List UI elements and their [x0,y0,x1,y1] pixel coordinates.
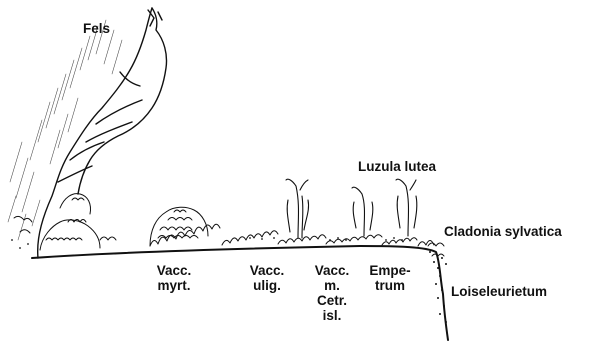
vacc-m-cetr-label-line: isl. [310,308,354,323]
cladonia-sylvatica-label: Cladonia sylvatica [444,224,562,239]
vacc-ulig-label-line: Vacc. [245,263,289,278]
empetrum-label-line: Empe- [366,263,414,278]
vacc-myrt-label: Vacc. myrt. [152,263,196,293]
rock-hatching [8,20,122,240]
vacc-myrt-label-line: myrt. [152,278,196,293]
empetrum-label-line: trum [366,278,414,293]
loiseleurietum-label: Loiseleurietum [451,284,547,299]
vacc-ulig-label-line: ulig. [245,278,289,293]
vacc-m-cetr-label: Vacc. m. Cetr. isl. [310,263,354,323]
vacc-m-cetr-label-line: m. [310,278,354,293]
vacc-ulig-label: Vacc. ulig. [245,263,289,293]
ground-vegetation [150,224,434,246]
ground-line [32,246,448,340]
fels-label: Fels [83,21,110,36]
rock-outline [38,8,167,258]
vacc-m-cetr-label-line: Cetr. [310,293,354,308]
rock-foot-shrubs [14,194,116,250]
vacc-m-cetr-label-line: Vacc. [310,263,354,278]
luzula-plants [286,179,417,238]
luzula-lutea-label: Luzula lutea [358,159,436,174]
empetrum-label: Empe- trum [366,263,414,293]
vacc-myrt-bush [150,207,208,246]
vacc-myrt-label-line: Vacc. [152,263,196,278]
